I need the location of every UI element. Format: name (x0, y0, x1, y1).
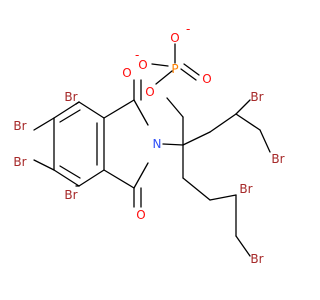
bond (235, 235, 251, 257)
bond (162, 143, 184, 146)
bond (53, 169, 80, 187)
bond (155, 70, 173, 85)
charge-top: - (186, 22, 190, 36)
bond (151, 63, 169, 67)
charge-left: - (135, 48, 139, 62)
bromine-chain-1: Br (250, 90, 263, 104)
bond (209, 194, 237, 201)
phosphorus-atom: P (171, 62, 178, 76)
bond (180, 68, 197, 81)
bond (166, 97, 184, 118)
bromine-ring-4: Br (64, 188, 77, 202)
bond (78, 101, 105, 119)
bond (33, 117, 55, 131)
atom-labels: O - O - P O O O O N Br Br Br Br Br Br Br… (13, 22, 284, 266)
bond (209, 113, 237, 133)
molecule-diagram: O - O - P O O O O N Br Br Br Br Br Br Br… (0, 0, 300, 300)
oxygen-ester: O (145, 85, 154, 99)
oxygen-double-bond: O (202, 72, 211, 86)
bond (75, 101, 80, 105)
bond (59, 165, 81, 179)
bond (259, 129, 271, 153)
bond (235, 99, 251, 115)
nitrogen-atom: N (153, 137, 162, 151)
bond (182, 131, 211, 146)
bond-lines (33, 43, 271, 257)
oxygen-carbonyl-top: O (122, 66, 131, 80)
bromine-chain-3: Br (239, 182, 252, 196)
bond (33, 159, 55, 171)
bond (183, 63, 200, 76)
oxygen-anion-top: O (170, 31, 179, 45)
bond (53, 101, 80, 119)
bromine-ring-1: Br (64, 90, 77, 104)
bromine-ring-2: Br (13, 119, 26, 133)
bond (182, 177, 211, 201)
oxygen-carbonyl-bottom: O (136, 208, 145, 222)
bond (103, 99, 135, 119)
bond (78, 169, 105, 187)
bond (133, 162, 149, 189)
bromine-chain-2: Br (271, 152, 284, 166)
bond (133, 99, 149, 126)
bond (59, 109, 81, 123)
bromine-ring-3: Br (13, 155, 26, 169)
bond (235, 113, 261, 131)
bond (103, 169, 135, 189)
bromine-chain-4: Br (250, 252, 263, 266)
oxygen-anion-left: O (138, 58, 147, 72)
background (0, 0, 300, 300)
